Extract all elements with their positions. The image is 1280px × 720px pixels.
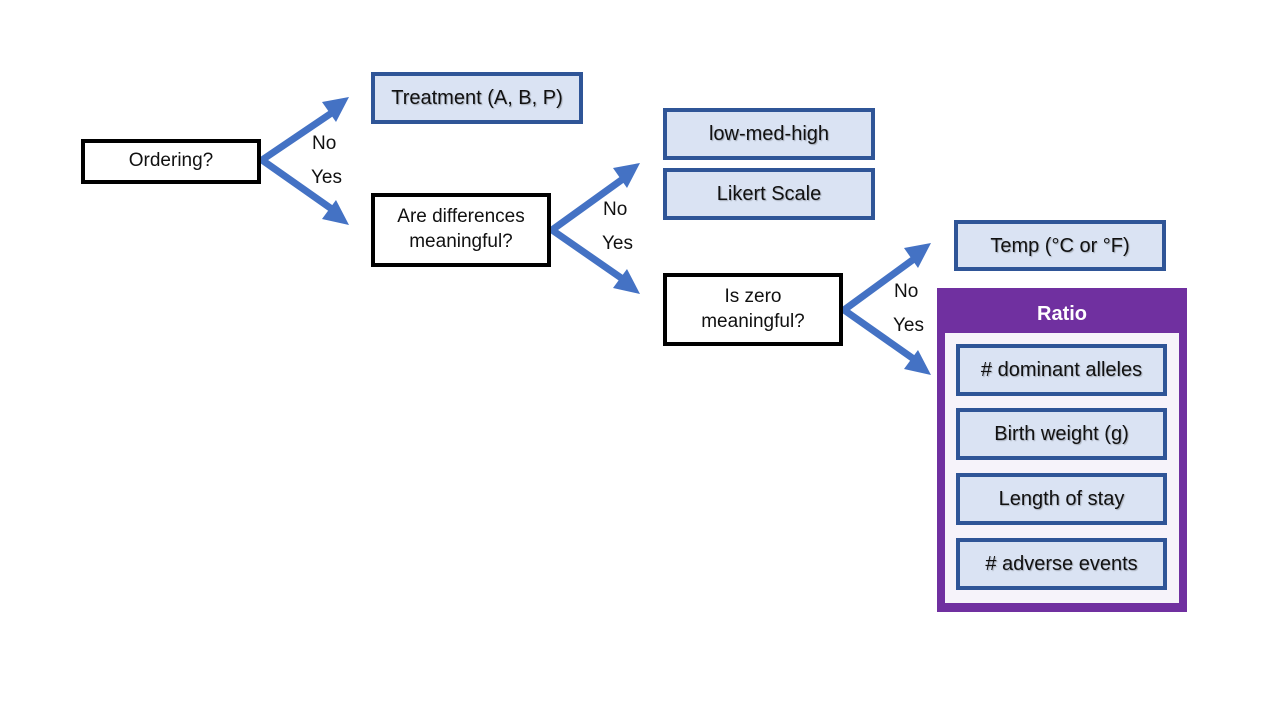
arrow-differences-branch — [545, 173, 630, 285]
ratio-example-text: Length of stay — [998, 488, 1125, 510]
ratio-example-text: # adverse events — [985, 553, 1138, 575]
arrowhead-differences-yes — [613, 269, 640, 294]
question-ordering: Ordering? — [81, 139, 261, 184]
arrowhead-ordering-yes — [322, 200, 349, 225]
arrowhead-zero-yes — [904, 350, 931, 375]
ratio-example-dominant-alleles: # dominant alleles — [956, 344, 1167, 396]
arrowhead-zero-no — [904, 243, 931, 268]
question-differences: Are differences meaningful? — [371, 193, 551, 267]
category-low-med-high-text: low-med-high — [708, 123, 830, 145]
category-likert-scale-text: Likert Scale — [716, 183, 822, 205]
question-zero: Is zero meaningful? — [663, 273, 843, 346]
branch-label-differences-no: No — [603, 199, 628, 220]
arrow-zero-branch — [837, 253, 921, 365]
branch-label-zero-no: No — [894, 281, 919, 302]
arrowhead-differences-no — [613, 163, 640, 188]
category-temp-text: Temp (°C or °F) — [990, 234, 1130, 257]
arrowhead-ordering-no — [322, 97, 349, 122]
category-treatment: Treatment (A, B, P) — [371, 72, 583, 124]
ratio-example-text: Birth weight (g) — [994, 423, 1129, 445]
branch-label-ordering-yes: Yes — [311, 167, 342, 188]
category-temp: Temp (°C or °F) — [954, 220, 1166, 271]
question-differences-text: Are differences meaningful? — [397, 206, 525, 252]
ratio-example-adverse-events: # adverse events — [956, 538, 1167, 590]
branch-label-zero-yes: Yes — [893, 315, 924, 336]
question-ordering-text: Ordering? — [128, 150, 214, 172]
arrow-ordering-no — [255, 107, 339, 215]
ratio-title: Ratio — [1037, 302, 1087, 325]
branch-label-ordering-no: No — [312, 133, 337, 154]
branch-label-differences-yes: Yes — [602, 233, 633, 254]
question-zero-text: Is zero meaningful? — [701, 285, 805, 332]
category-likert-scale: Likert Scale — [663, 168, 875, 220]
category-low-med-high: low-med-high — [663, 108, 875, 160]
ratio-example-length-of-stay: Length of stay — [956, 473, 1167, 525]
ratio-example-birth-weight: Birth weight (g) — [956, 408, 1167, 460]
category-treatment-text: Treatment (A, B, P) — [391, 87, 563, 109]
ratio-example-text: # dominant alleles — [980, 359, 1143, 381]
